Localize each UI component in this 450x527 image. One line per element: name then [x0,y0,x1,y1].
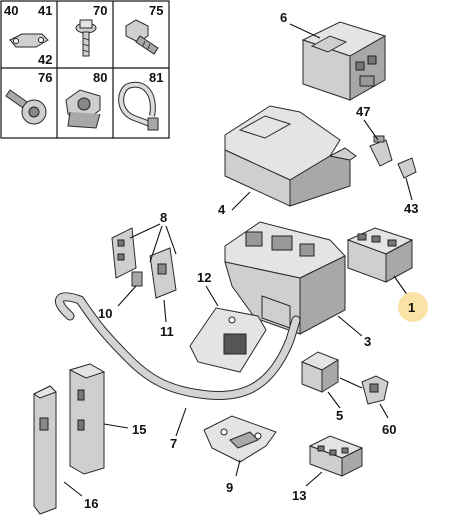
fastener-grid: 40 41 42 70 75 76 80 81 [0,0,170,139]
part-15-trim [68,363,106,475]
cable-tie-icon [118,81,159,131]
part-4-cover [224,105,357,207]
callout-15: 15 [132,422,146,437]
part-6-control-module [301,21,387,101]
callout-11: 11 [160,324,174,339]
callout-6: 6 [280,10,287,25]
callout-3: 3 [364,334,371,349]
part-10-connector [131,271,143,287]
clip-nut-icon [65,89,101,129]
part-60-relay [361,375,389,405]
grid-label-81: 81 [149,70,163,85]
callout-47: 47 [356,104,370,119]
callout-60: 60 [382,422,396,437]
grid-label-70: 70 [93,3,107,18]
grid-label-80: 80 [93,70,107,85]
part-13-fuse-block [308,435,364,477]
grid-label-41: 41 [38,3,52,18]
part-8-connector-right [149,247,177,299]
grid-label-42: 42 [38,52,52,67]
part-47-fuse [369,135,393,167]
self-tapping-screw-icon [5,89,47,125]
callout-12: 12 [197,270,211,285]
part-16-trim [33,385,57,515]
callout-7: 7 [170,436,177,451]
part-8-connector-left [111,227,137,279]
callout-43: 43 [404,201,418,216]
callout-16: 16 [84,496,98,511]
fuse-strip-icon [9,33,49,48]
callout-4: 4 [218,202,226,217]
part-5-relay [300,351,340,393]
part-12-bracket [189,307,267,373]
callout-9: 9 [226,480,233,495]
grid-label-40: 40 [4,3,18,18]
hex-screw-icon [125,19,159,55]
callout-13: 13 [292,488,306,503]
grid-label-75: 75 [149,3,163,18]
callout-5: 5 [336,408,343,423]
highlight-badge [398,292,428,322]
part-1-fuse-box [346,227,414,283]
callout-8: 8 [160,210,167,225]
part-3-main-box [224,221,346,335]
callout-1: 1 [408,300,415,315]
callout-10: 10 [98,306,112,321]
part-9-mounting-plate [203,415,277,463]
part-7-cable-harness [55,292,301,401]
flange-bolt-icon [75,19,97,57]
part-43-fuse [397,157,417,179]
grid-label-76: 76 [38,70,52,85]
